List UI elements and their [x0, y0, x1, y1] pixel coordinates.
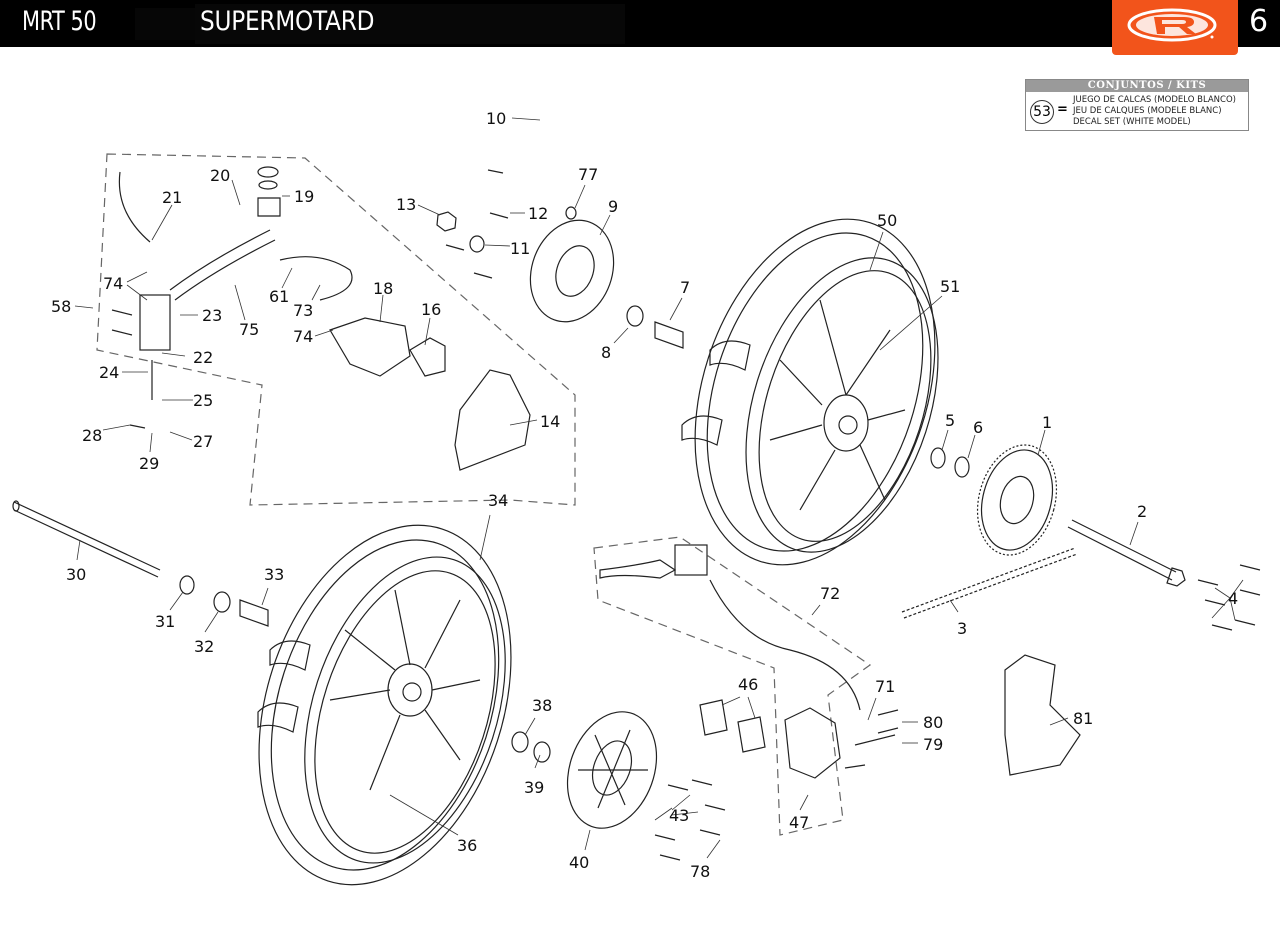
- kits-item-number: 53: [1030, 100, 1054, 124]
- callout-28: 28: [82, 426, 102, 445]
- callout-75: 75: [239, 320, 259, 339]
- callout-31: 31: [155, 612, 175, 631]
- rear-brake-disc: [529, 219, 615, 323]
- callout-24: 24: [99, 363, 119, 382]
- callout-4: 4: [1228, 589, 1238, 608]
- callout-47: 47: [789, 813, 809, 832]
- group-outline-front-brake: [593, 536, 872, 836]
- callout-58: 58: [51, 297, 71, 316]
- rear-wheel: [681, 218, 939, 566]
- kits-descriptions: JUEGO DE CALCAS (MODELO BLANCO) JEU DE C…: [1073, 95, 1236, 128]
- callout-labels: 10 77 9 13 12 11 20 19 21 74 58 23 75 61…: [51, 109, 1238, 881]
- callout-16: 16: [421, 300, 441, 319]
- subtitle-box: [195, 4, 625, 44]
- callout-73: 73: [293, 301, 313, 320]
- callout-50: 50: [877, 211, 897, 230]
- callout-1: 1: [1042, 413, 1052, 432]
- rear-brake-assembly: [118, 166, 531, 471]
- front-master-cylinder: [599, 544, 861, 779]
- rieju-r-logo-icon: [1127, 8, 1217, 42]
- callout-32: 32: [194, 637, 214, 656]
- callout-34: 34: [488, 491, 508, 510]
- kits-line-es: JUEGO DE CALCAS (MODELO BLANCO): [1073, 95, 1236, 105]
- callout-25: 25: [193, 391, 213, 410]
- header-spacer: [135, 8, 205, 40]
- callout-30: 30: [66, 565, 86, 584]
- kits-line-fr: JEU DE CALQUES (MODELE BLANC): [1073, 106, 1222, 116]
- callout-20: 20: [210, 166, 230, 185]
- callout-29: 29: [139, 454, 159, 473]
- callout-77: 77: [578, 165, 598, 184]
- callout-46: 46: [738, 675, 758, 694]
- callout-2: 2: [1137, 502, 1147, 521]
- kits-line-en: DECAL SET (WHITE MODEL): [1073, 117, 1191, 127]
- callout-12: 12: [528, 204, 548, 223]
- callout-51: 51: [940, 277, 960, 296]
- kits-box: CONJUNTOS / KITS 53 = JUEGO DE CALCAS (M…: [1025, 79, 1249, 131]
- callout-11: 11: [510, 239, 530, 258]
- callout-43: 43: [669, 806, 689, 825]
- brand-logo: [1112, 0, 1238, 55]
- drive-chain: [901, 547, 1078, 619]
- callout-3: 3: [957, 619, 967, 638]
- caliper-bracket: [1004, 654, 1081, 776]
- callout-39: 39: [524, 778, 544, 797]
- callout-81: 81: [1073, 709, 1093, 728]
- group-outline-rear-brake: [96, 153, 576, 506]
- callout-38: 38: [532, 696, 552, 715]
- model-name: MRT 50: [22, 6, 97, 37]
- callout-22: 22: [193, 348, 213, 367]
- callout-74-right: 74: [293, 327, 313, 346]
- callout-78: 78: [690, 862, 710, 881]
- header-bar: MRT 50 SUPERMOTARD 6: [0, 0, 1280, 55]
- kits-title: CONJUNTOS / KITS: [1026, 80, 1248, 92]
- callout-74-left: 74: [103, 274, 123, 293]
- callout-14: 14: [540, 412, 560, 431]
- front-brake-disc: [566, 711, 658, 829]
- bolts: [111, 169, 1261, 861]
- callout-33: 33: [264, 565, 284, 584]
- callout-80: 80: [923, 713, 943, 732]
- callout-79: 79: [923, 735, 943, 754]
- callout-72: 72: [820, 584, 840, 603]
- callout-61: 61: [269, 287, 289, 306]
- callout-10: 10: [486, 109, 506, 128]
- front-axle: [12, 500, 161, 578]
- sprocket: [976, 444, 1058, 556]
- callout-7: 7: [680, 278, 690, 297]
- callout-27: 27: [193, 432, 213, 451]
- callout-19: 19: [294, 187, 314, 206]
- kits-equals: =: [1057, 102, 1068, 117]
- callout-23: 23: [202, 306, 222, 325]
- callout-5: 5: [945, 411, 955, 430]
- callout-13: 13: [396, 195, 416, 214]
- callout-9: 9: [608, 197, 618, 216]
- callout-36: 36: [457, 836, 477, 855]
- callout-21: 21: [162, 188, 182, 207]
- callout-40: 40: [569, 853, 589, 872]
- callout-8: 8: [601, 343, 611, 362]
- front-wheel: [257, 524, 512, 886]
- leader-lines: [74, 117, 1244, 859]
- callout-71: 71: [875, 677, 895, 696]
- rear-axle: [1067, 519, 1186, 587]
- spacers-bearings: [179, 206, 970, 763]
- page-title: SUPERMOTARD: [200, 6, 375, 37]
- callout-6: 6: [973, 418, 983, 437]
- callout-18: 18: [373, 279, 393, 298]
- page-number: 6: [1249, 4, 1269, 39]
